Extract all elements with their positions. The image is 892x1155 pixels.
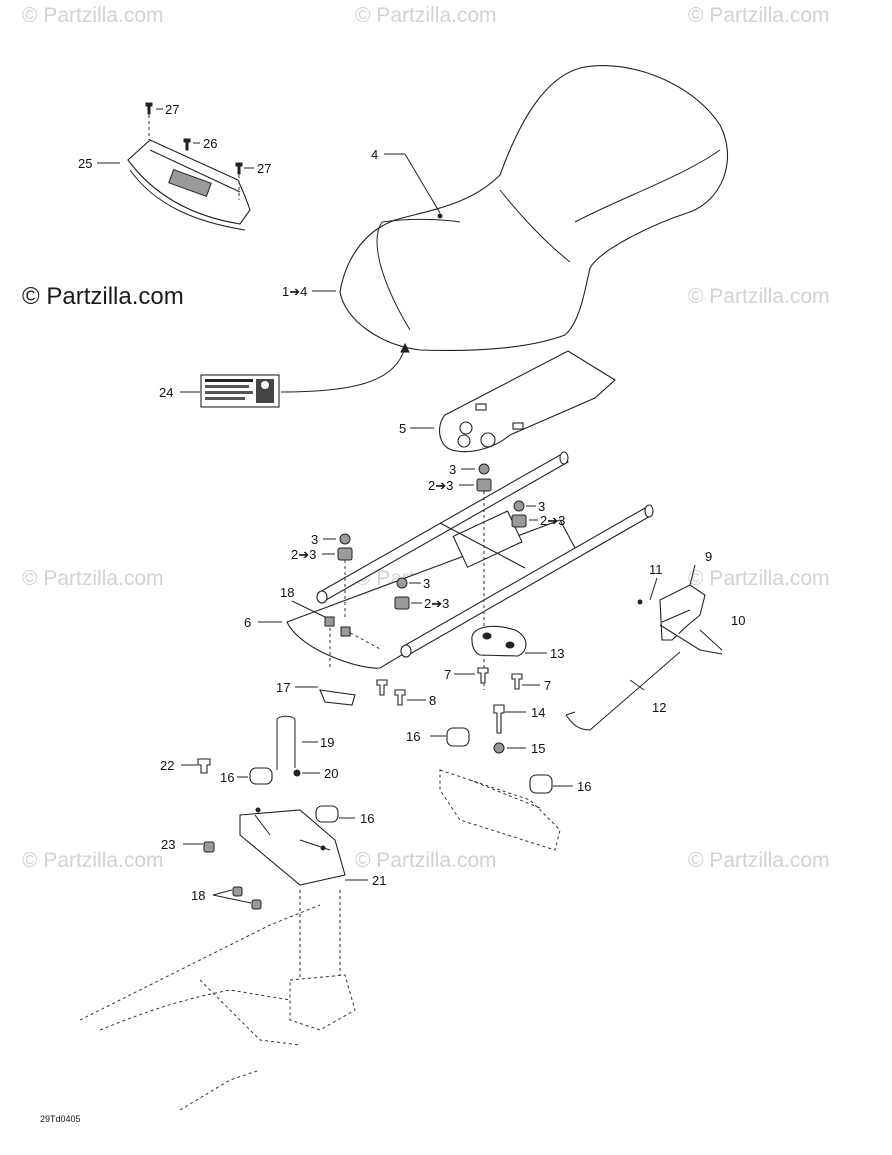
callout-label: 11 bbox=[649, 562, 663, 577]
clip[interactable] bbox=[319, 689, 356, 706]
seat-base-plate[interactable] bbox=[439, 350, 616, 453]
leader-lines bbox=[97, 108, 696, 904]
tail-light-assembly[interactable] bbox=[127, 139, 251, 231]
nut-icon bbox=[324, 463, 527, 637]
bolt-icon bbox=[376, 667, 523, 706]
callout-label: 2➔3 bbox=[424, 596, 449, 611]
callout-label: 3 bbox=[311, 532, 318, 547]
callout-label: 16 bbox=[360, 811, 374, 826]
screw-icon bbox=[145, 102, 243, 200]
callout-label: 13 bbox=[550, 646, 564, 661]
callout-label: 7 bbox=[444, 667, 451, 682]
callout-label: 18 bbox=[191, 888, 205, 903]
callout-label: 10 bbox=[731, 613, 745, 628]
callout-label: 1➔4 bbox=[282, 284, 307, 299]
callout-label: 27 bbox=[257, 161, 271, 176]
callout-label: 12 bbox=[652, 700, 666, 715]
watermark-text: © Partzilla.com bbox=[688, 567, 830, 590]
brand-watermark: © Partzilla.com bbox=[22, 283, 184, 310]
callout-label: 2➔3 bbox=[291, 547, 316, 562]
callout-label: 27 bbox=[165, 102, 179, 117]
callout-label: 2➔3 bbox=[540, 513, 565, 528]
callout-label: 14 bbox=[531, 705, 545, 720]
callout-label: 3 bbox=[538, 499, 545, 514]
seat-frame[interactable] bbox=[286, 451, 654, 670]
diagram-code: 29Td0405 bbox=[40, 1114, 81, 1124]
callout-label: 8 bbox=[429, 693, 436, 708]
callout-label: 16 bbox=[406, 729, 420, 744]
callout-labels: 27 26 27 25 4 1➔4 24 5 3 2➔3 3 2➔3 3 2➔3… bbox=[40, 102, 745, 1124]
callout-label: 18 bbox=[280, 585, 294, 600]
stud-lines bbox=[344, 491, 485, 690]
u-bolt[interactable] bbox=[276, 715, 296, 770]
rubber-bumper-icon bbox=[249, 727, 553, 823]
callout-label: 5 bbox=[399, 421, 406, 436]
callout-label: 20 bbox=[324, 766, 338, 781]
callout-label: 9 bbox=[705, 549, 712, 564]
callout-label: 21 bbox=[372, 873, 386, 888]
callout-label: 16 bbox=[220, 770, 234, 785]
callout-label: 19 bbox=[320, 735, 334, 750]
callout-label: 7 bbox=[544, 678, 551, 693]
callout-label: 15 bbox=[531, 741, 545, 756]
callout-label: 3 bbox=[423, 576, 430, 591]
callout-label: 16 bbox=[577, 779, 591, 794]
callout-label: 22 bbox=[160, 758, 174, 773]
seat-assembly[interactable] bbox=[339, 65, 729, 352]
callout-label: 3 bbox=[449, 462, 456, 477]
callout-label: 26 bbox=[203, 136, 217, 151]
watermark-text: © Partzilla.com bbox=[355, 849, 497, 872]
warning-decal[interactable] bbox=[200, 374, 280, 408]
watermark-text: © Partzilla.com bbox=[22, 849, 164, 872]
seat-latch[interactable] bbox=[637, 584, 723, 655]
watermark-text: © Partzilla.com bbox=[688, 4, 830, 27]
rear-bracket[interactable] bbox=[439, 769, 561, 851]
callout-label: 24 bbox=[159, 385, 173, 400]
tunnel-frame bbox=[79, 890, 356, 1111]
watermark-text: © Partzilla.com bbox=[355, 4, 497, 27]
watermark-text: © Partzilla.com bbox=[688, 849, 830, 872]
callout-label: 6 bbox=[244, 615, 251, 630]
callout-label: 25 bbox=[78, 156, 92, 171]
callout-label: 2➔3 bbox=[428, 478, 453, 493]
seat-bracket[interactable] bbox=[471, 625, 527, 657]
callout-label: 17 bbox=[276, 680, 290, 695]
front-bracket[interactable] bbox=[239, 807, 346, 886]
watermark-text: © Partzilla.com bbox=[22, 567, 164, 590]
seat-rod[interactable] bbox=[565, 651, 681, 731]
callout-label: 23 bbox=[161, 837, 175, 852]
hardware-icon bbox=[197, 704, 505, 910]
watermark-text: © Partzilla.com bbox=[688, 285, 830, 308]
callout-label: 4 bbox=[371, 147, 378, 162]
watermark-text: © Partzilla.com bbox=[22, 4, 164, 27]
